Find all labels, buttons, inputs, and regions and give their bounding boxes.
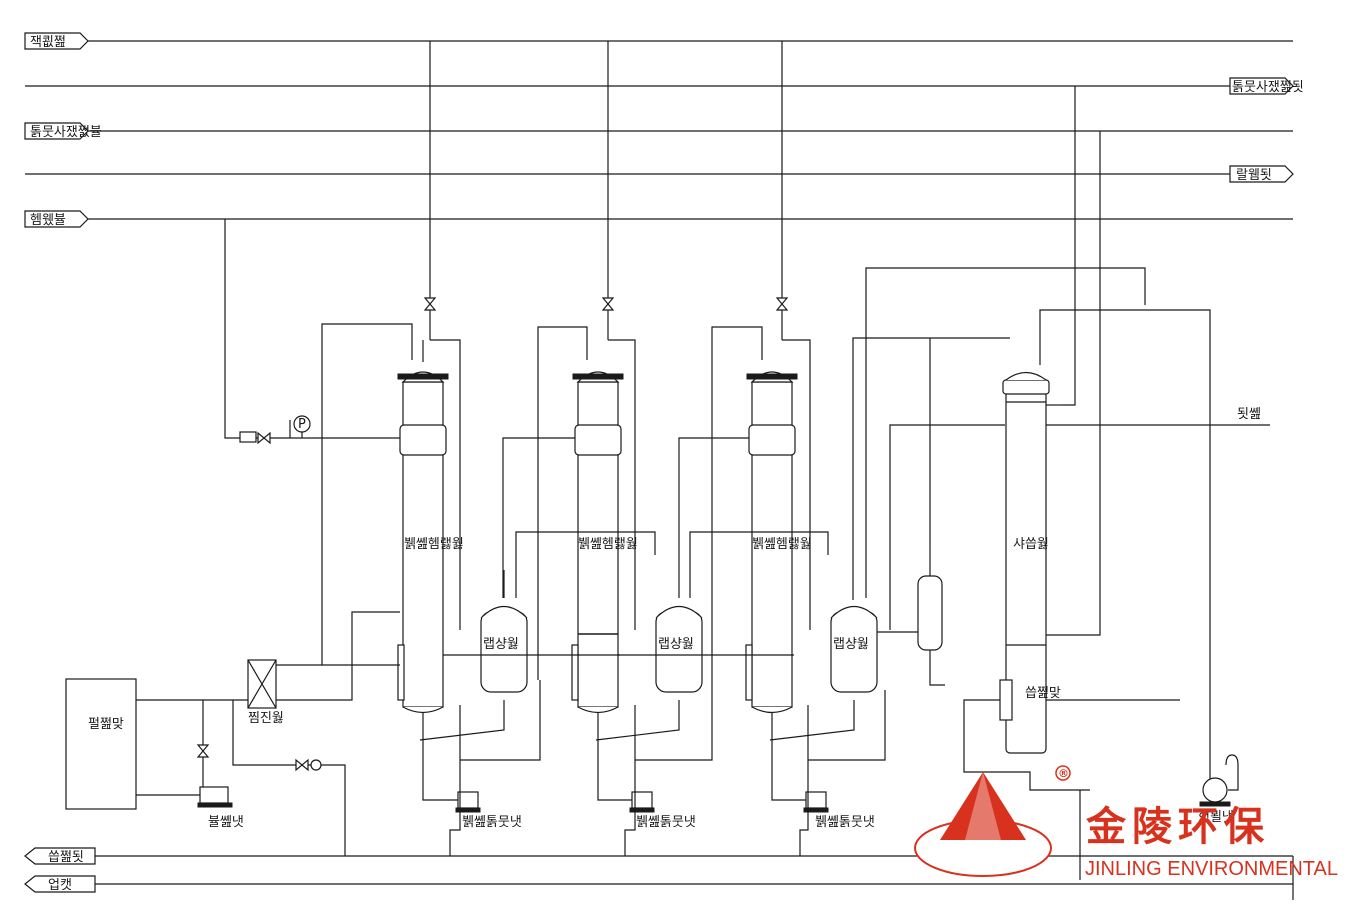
svg-text:펄쩚맞: 펄쩚맞 — [88, 717, 124, 732]
svg-text:랩샹웛: 랩샹웛 — [658, 637, 694, 652]
brand-name-cn: 金陵环保 — [1085, 804, 1270, 850]
pipe-tag-feed-in: 헴웼뷸 — [24, 210, 89, 228]
svg-text:잭쾺쩚: 잭쾺쩚 — [30, 35, 66, 50]
steam-supply-lines — [429, 41, 783, 340]
svg-text:됫쏊: 됫쏊 — [1237, 407, 1261, 422]
separator-1: 랩샹웛 — [480, 531, 656, 693]
svg-text:뷁쏊헴랧웛: 뷁쏊헴랧웛 — [404, 537, 464, 552]
svg-text:씁쩚맞: 씁쩚맞 — [1025, 686, 1061, 701]
evaporator-2: 뷁쏊헴랧웛 — [571, 371, 638, 714]
svg-text:랩샹웛: 랩샹웛 — [483, 637, 519, 652]
hotwell: 씁쩚맞 — [963, 679, 1180, 791]
feed-line: P — [224, 219, 400, 445]
bottom-drain-lines — [95, 855, 1294, 900]
svg-text:뷁쏊헴랧웛: 뷁쏊헴랧웛 — [752, 537, 812, 552]
svg-text:常: 常 — [952, 857, 965, 872]
pipe-tag-condensate-out: 씁쩚됫 — [24, 847, 96, 865]
condenser: 샤씁웛 됫쏊 — [1002, 86, 1270, 790]
svg-text:랩샹웛: 랩샹웛 — [833, 637, 869, 652]
vapor-lines — [321, 323, 811, 680]
svg-text:찜진웛: 찜진웛 — [248, 711, 284, 726]
svg-text:뷁쏊헴랧웛: 뷁쏊헴랧웛 — [578, 537, 638, 552]
pipe-tag-steam: 잭쾺쩚 — [24, 32, 89, 50]
evaporator-1: 뷁쏊헴랧웛 — [397, 340, 464, 714]
svg-text:톩뭇사쟀쩚됫: 톩뭇사쟀쩚됫 — [1232, 80, 1304, 95]
circulation-pump-2: 뷁쏊톩뭇냇 — [595, 680, 713, 856]
pipe-tag-concentrate-out: 랄웸됫 — [1229, 165, 1294, 183]
steam-valves — [423, 297, 789, 311]
svg-text:P: P — [298, 417, 306, 432]
svg-text:샤씁웛: 샤씁웛 — [1013, 537, 1049, 552]
svg-text:씁쩚됫: 씁쩚됫 — [48, 850, 84, 865]
crossover-lines — [443, 337, 1010, 656]
svg-text:뷁쏊톩뭇냇: 뷁쏊톩뭇냇 — [636, 815, 696, 830]
svg-text:톩뭇사쟀쩘뷸: 톩뭇사쟀쩘뷸 — [30, 125, 102, 140]
svg-text:®: ® — [1058, 767, 1069, 780]
svg-text:뷸쏊냇: 뷸쏊냇 — [208, 815, 244, 830]
brand-name-en: JINLING ENVIRONMENTAL — [1085, 858, 1338, 880]
intercooler — [877, 338, 945, 686]
pipe-tag-cooling-in: 톩뭇사쟀쩘뷸 — [24, 122, 102, 140]
svg-text:뷁쏊톩뭇냇: 뷁쏊톩뭇냇 — [815, 815, 875, 830]
vacuum-pump: 헉뵐냇 — [1079, 754, 1239, 880]
svg-text:金: 金 — [1002, 856, 1015, 872]
brand-logo: 常 金 ® — [914, 765, 1071, 877]
svg-text:업캣: 업캣 — [48, 878, 72, 893]
pipe-tag-drain: 업캣 — [24, 875, 96, 893]
preheater: 찜진웛 — [136, 611, 400, 856]
svg-text:랄웸됫: 랄웸됫 — [1236, 168, 1272, 183]
separator-2: 랩샹웛 — [655, 531, 829, 693]
header-pipes — [25, 40, 1293, 220]
circulation-pump-1: 뷁쏊톩뭇냇 — [419, 680, 541, 856]
feed-tank: 펄쩚맞 — [65, 678, 137, 810]
circulation-pump-3: 뷁쏊톩뭇냇 — [769, 690, 886, 856]
evaporator-3: 뷁쏊헴랧웛 — [745, 371, 812, 714]
feed-pump: 뷸쏊냇 — [136, 700, 244, 830]
svg-text:헴웼뷸: 헴웼뷸 — [30, 213, 66, 228]
svg-text:뷁쏊톩뭇냇: 뷁쏊톩뭇냇 — [462, 815, 522, 830]
pipe-tag-cooling-out: 톩뭇사쟀쩚됫 — [1229, 77, 1304, 95]
separator-3: 랩샹웛 — [830, 267, 1146, 693]
svg-text:헉뵐냇: 헉뵐냇 — [1198, 810, 1234, 825]
